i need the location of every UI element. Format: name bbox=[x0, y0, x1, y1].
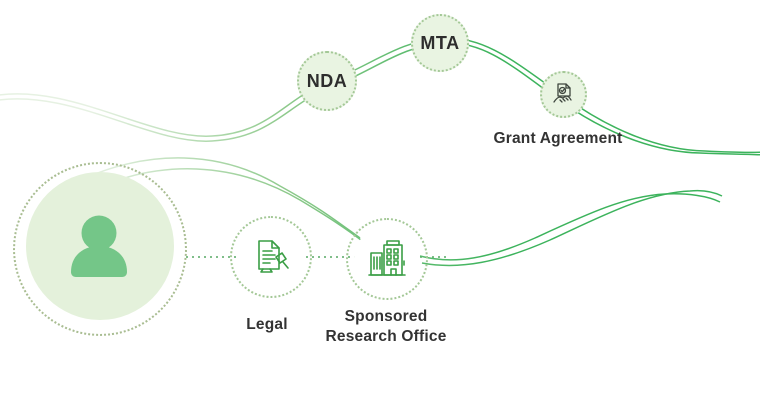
handshake-document-icon bbox=[552, 82, 572, 103]
sro-ring bbox=[346, 218, 428, 300]
nda-node: NDA bbox=[297, 51, 357, 111]
researcher-ring bbox=[13, 162, 187, 336]
grant-agreement-label: Grant Agreement bbox=[493, 130, 623, 147]
grant-agreement-node bbox=[540, 71, 587, 118]
legal-label: Legal bbox=[246, 316, 288, 333]
buildings-icon bbox=[368, 240, 406, 276]
sro-node bbox=[354, 226, 420, 292]
legal-ring bbox=[230, 216, 312, 298]
legal-document-gavel-icon bbox=[258, 240, 289, 273]
mta-node: MTA bbox=[411, 14, 469, 72]
sro-label: Sponsored Research Office bbox=[325, 308, 447, 345]
bottom-wave bbox=[84, 157, 723, 267]
mta-label: MTA bbox=[420, 32, 460, 53]
nda-label: NDA bbox=[306, 70, 348, 91]
researcher-node bbox=[26, 172, 174, 320]
person-icon bbox=[71, 215, 127, 277]
legal-node bbox=[238, 224, 304, 290]
